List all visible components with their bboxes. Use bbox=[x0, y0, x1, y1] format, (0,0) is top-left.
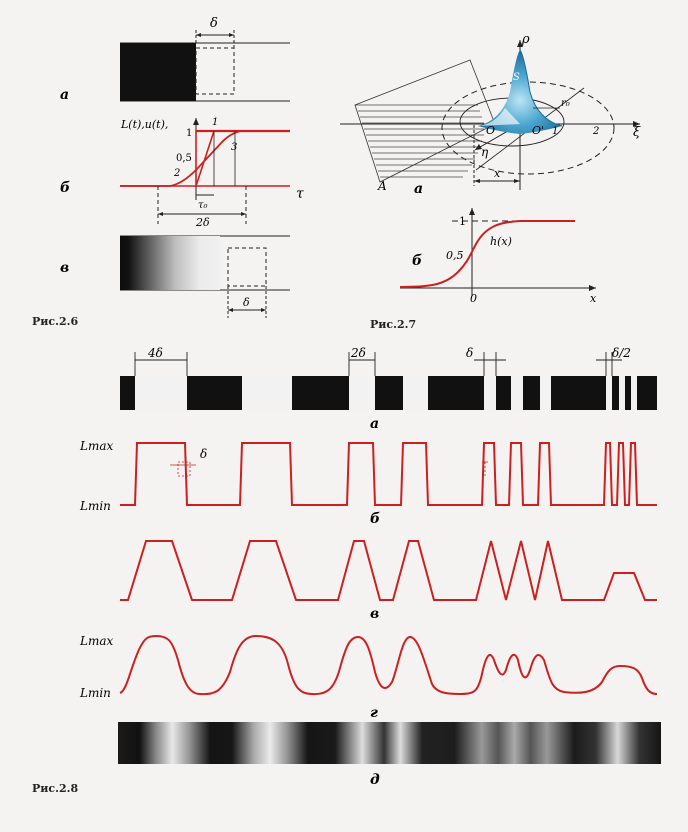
fig28-bar-pattern bbox=[120, 352, 657, 410]
fig27-panel-a-illustration bbox=[340, 40, 640, 190]
fig28-panel-d-label: г bbox=[370, 705, 378, 721]
fig28-lmax-b: Lmax bbox=[79, 439, 114, 453]
fig26-panel-b-plot bbox=[120, 118, 290, 224]
fig27-r0-label: r₀ bbox=[561, 98, 570, 109]
fig26-panel-a-label: а bbox=[60, 87, 69, 103]
fig28-dim-delta: δ bbox=[466, 346, 473, 360]
fig27-hx-plot bbox=[399, 208, 596, 296]
fig26-tau-axis-label: τ bbox=[296, 186, 304, 202]
fig26-curve-2-label: 2 bbox=[173, 168, 180, 179]
fig28-lmin-b: Lmin bbox=[79, 499, 111, 513]
fig28-panel-b-label: б bbox=[370, 511, 380, 527]
fig28-panel-e-label: д bbox=[370, 772, 380, 788]
fig26-panel-c-label: в bbox=[60, 260, 69, 276]
fig27-caption: Рис.2.7 bbox=[370, 318, 416, 331]
fig28-wave-d bbox=[119, 634, 658, 696]
fig26-curve-1-label: 1 bbox=[212, 117, 218, 128]
fig28-wave-b bbox=[120, 442, 657, 506]
fig28-panel-a-label: а bbox=[370, 416, 379, 432]
fig26-2delta-label: 2δ bbox=[195, 216, 210, 229]
fig27-tick-1: 1 bbox=[552, 126, 558, 137]
fig27-s-label: S bbox=[513, 72, 520, 83]
fig28-blurred-strip bbox=[118, 722, 661, 764]
fig26-curve-3-label: 3 bbox=[231, 142, 237, 153]
fig28-dim-delta-half: δ/2 bbox=[612, 346, 631, 360]
fig26-delta-c-label: δ bbox=[243, 296, 250, 309]
fig26-panel-c-stripe bbox=[120, 235, 290, 318]
fig26-caption: Рис.2.6 bbox=[32, 315, 78, 328]
fig28-dim-4delta: 4δ bbox=[147, 346, 163, 360]
fig27-hx-tick-1: 1 bbox=[459, 215, 466, 228]
fig26-tick-05: 0,5 bbox=[176, 153, 192, 164]
fig27-O-label: O bbox=[486, 124, 495, 137]
fig26-y-axis-label: L(t),u(t), bbox=[120, 118, 168, 131]
fig27-x-dim-label: x bbox=[494, 167, 501, 180]
fig27-hx-curve-label: h(x) bbox=[490, 235, 512, 248]
fig28-panel-c-label: в bbox=[370, 606, 379, 622]
fig26-panel-b-label: б bbox=[60, 180, 70, 196]
fig27-panel-b-label: б bbox=[412, 253, 422, 269]
fig27-panel-a-label: а bbox=[414, 181, 423, 197]
fig26-panel-a-stripe bbox=[120, 30, 290, 102]
fig28-lmax-d: Lmax bbox=[79, 634, 114, 648]
fig-2-6: δ а L(t),u(t), 1 0,5 1 2 3 τ₀ 2δ τ б bbox=[32, 16, 304, 328]
fig27-hx-tick-05: 0,5 bbox=[446, 249, 464, 262]
fig28-lmin-d: Lmin bbox=[79, 686, 111, 700]
fig27-rho-label: ρ bbox=[521, 32, 530, 47]
fig26-tick-1: 1 bbox=[186, 128, 192, 139]
fig26-tau0-label: τ₀ bbox=[198, 200, 208, 211]
fig27-tick-2: 2 bbox=[592, 126, 599, 137]
fig28-wave-c bbox=[120, 540, 657, 601]
fig27-O-prime-label: O' bbox=[532, 124, 544, 137]
fig-2-7: ρ ξ η A O O' 1 2 r₀ S x а 1 0,5 h(x) 0 x… bbox=[340, 32, 641, 331]
fig26-delta-label: δ bbox=[210, 16, 218, 31]
fig27-hx-origin: 0 bbox=[470, 292, 477, 305]
fig28-dim-2delta: 2δ bbox=[350, 346, 366, 360]
fig27-xi-label: ξ bbox=[633, 125, 641, 140]
fig27-A-label: A bbox=[377, 179, 387, 193]
fig27-eta-label: η bbox=[481, 145, 489, 159]
fig28-caption: Рис.2.8 bbox=[32, 782, 78, 795]
fig28-delta-small: δ bbox=[200, 447, 207, 461]
fig-2-8: 4δ 2δ δ δ/2 а δ Lmax Lmin б в Lmax Lmin … bbox=[32, 346, 661, 795]
fig27-hx-x-label: x bbox=[590, 292, 597, 305]
